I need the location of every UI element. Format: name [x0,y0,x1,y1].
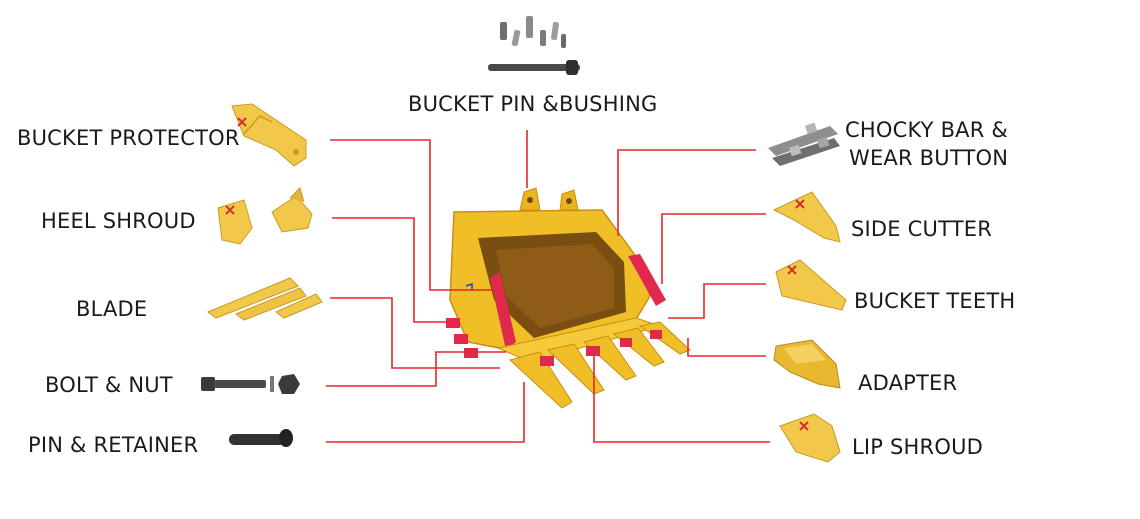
bucket-pin-bushing-icon [488,16,580,75]
lip-shroud-icon [779,413,841,463]
chocky-bar-wear-button-icon [768,122,840,166]
pin-retainer-icon [229,429,293,447]
leader-bolt-nut [326,351,506,387]
bucket-teeth-icon [775,259,847,311]
label-chocky-bar-line1: CHOCKY BAR & [845,118,1008,142]
leader-lines [326,130,770,443]
leader-bucket-teeth [668,283,766,319]
leader-chocky-bar [617,149,756,236]
label-lip-shroud: LIP SHROUD [852,435,984,459]
leader-blade [330,297,500,369]
leader-heel-shroud [332,217,452,323]
heel-shroud-icon [217,187,313,245]
leader-side-cutter [661,213,766,284]
label-bolt-nut: BOLT & NUT [45,373,173,397]
label-chocky-bar-line2: WEAR BUTTON [849,146,1009,170]
bucket-protector-icon [231,103,307,167]
leader-bucket-protector [330,139,496,291]
label-bucket-teeth: BUCKET TEETH [854,289,1016,313]
bolt-nut-icon [201,374,300,394]
label-adapter: ADAPTER [858,371,958,395]
leader-pin-retainer [326,382,525,443]
blade-icon [206,277,323,321]
label-blade: BLADE [76,297,148,321]
side-cutter-icon [772,191,841,243]
leader-lip-shroud [593,356,770,443]
leader-adapter [687,338,766,357]
label-bucket-protector: BUCKET PROTECTOR [17,126,240,150]
label-pin-retainer: PIN & RETAINER [28,433,199,457]
label-side-cutter: SIDE CUTTER [851,217,993,241]
excavator-bucket-image [446,187,691,409]
label-bucket-pin-bushing: BUCKET PIN &BUSHING [408,92,658,116]
label-heel-shroud: HEEL SHROUD [41,209,196,233]
adapter-icon [773,339,841,389]
